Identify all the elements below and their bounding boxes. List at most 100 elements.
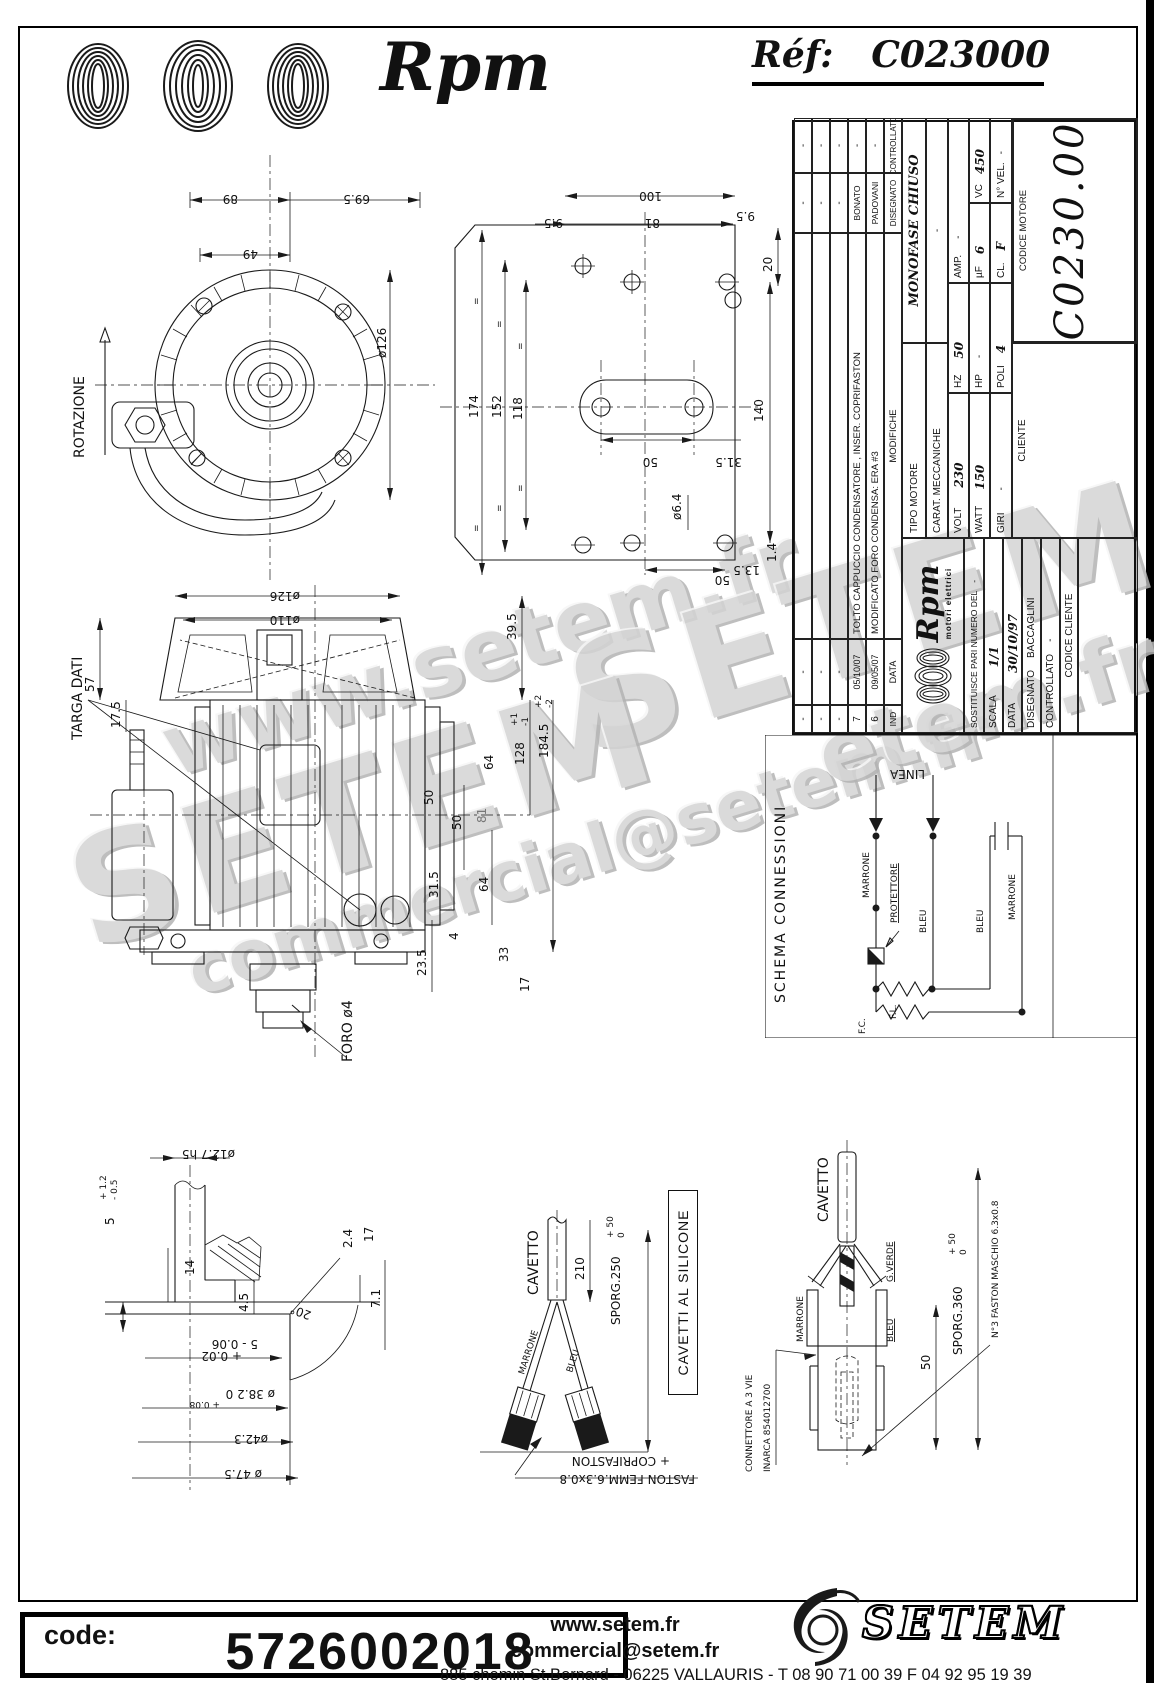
rev-cell: - bbox=[830, 639, 848, 705]
setem-wordmark: SETEM bbox=[861, 1597, 1068, 1650]
tb-giri: GIRI- bbox=[990, 393, 1012, 538]
silicone-label-text: CAVETTI AL SILICONE bbox=[675, 1209, 691, 1376]
ref-label: Réf: bbox=[752, 34, 834, 76]
fan-shroud bbox=[159, 617, 416, 701]
svg-text:BLEU: BLEU bbox=[919, 910, 929, 933]
svg-text:+ COPRIFASTON: + COPRIFASTON bbox=[572, 1454, 670, 1468]
plate-view: 100 9.5 81 174 152 118 = = = = = = 50 31… bbox=[440, 189, 781, 587]
svg-text:MARRONE: MARRONE bbox=[796, 1296, 806, 1342]
svg-text:50: 50 bbox=[422, 790, 436, 805]
svg-text:- 0.5: - 0.5 bbox=[110, 1180, 120, 1200]
svg-text:=: = bbox=[472, 297, 482, 305]
rev-cell bbox=[794, 233, 812, 639]
svg-text:FORO ø4: FORO ø4 bbox=[340, 1000, 356, 1062]
svg-text:210: 210 bbox=[573, 1257, 587, 1280]
svg-text:2.4: 2.4 bbox=[341, 1229, 355, 1248]
rev-cell: 7 bbox=[848, 705, 866, 733]
side-dimensions: ø126 ø110 57 17.5 39.5 64 128 +1 -1 184.… bbox=[83, 589, 556, 1062]
svg-text:CONNETTORE A 3 VIE: CONNETTORE A 3 VIE bbox=[745, 1374, 755, 1472]
svg-text:+ 0.08: + 0.08 bbox=[189, 1399, 220, 1409]
svg-text:PROTETTORE: PROTETTORE bbox=[890, 863, 900, 923]
svg-text:9.5: 9.5 bbox=[736, 209, 755, 223]
svg-text:81: 81 bbox=[475, 808, 489, 823]
base-and-shaft bbox=[139, 929, 426, 1059]
svg-text:9.5: 9.5 bbox=[544, 216, 563, 230]
shaft-dimensions: ø12.7 h5 5 + 1.2 - 0.5 14 4.5 2.4 17 7.1… bbox=[99, 1147, 386, 1485]
svg-text:4: 4 bbox=[447, 932, 461, 940]
rev-cell: - bbox=[830, 118, 848, 173]
code-value: 5726002018 bbox=[225, 1623, 535, 1681]
rev-header: DATA bbox=[884, 639, 902, 705]
svg-text:39.5: 39.5 bbox=[505, 613, 519, 640]
svg-text:ø 47.5: ø 47.5 bbox=[224, 1467, 262, 1481]
fan-front-view: ROTAZIONE 89 69.5 49 ø126 bbox=[72, 155, 435, 580]
svg-text:64: 64 bbox=[477, 877, 491, 892]
schema-wires bbox=[867, 775, 1026, 1021]
svg-text:57: 57 bbox=[83, 677, 97, 692]
svg-text:33: 33 bbox=[497, 947, 511, 962]
svg-text:=: = bbox=[495, 320, 505, 328]
rev-cell: - bbox=[812, 639, 830, 705]
svg-text:LINEA: LINEA bbox=[889, 767, 925, 781]
svg-text:MARRONE: MARRONE bbox=[1008, 874, 1018, 920]
svg-text:50: 50 bbox=[715, 573, 730, 587]
svg-text:FASTON FEMM.6.3x0.8: FASTON FEMM.6.3x0.8 bbox=[560, 1472, 695, 1486]
codice-motore-value: C0230.00 bbox=[1047, 120, 1093, 341]
plate-slot bbox=[579, 360, 714, 455]
svg-text:118: 118 bbox=[511, 397, 525, 420]
scan-edge bbox=[1146, 0, 1154, 1683]
rev-cell: - bbox=[812, 118, 830, 173]
svg-text:BLEU: BLEU bbox=[976, 910, 986, 933]
svg-text:+1: +1 bbox=[510, 713, 520, 726]
svg-text:BLEU: BLEU bbox=[886, 1319, 896, 1342]
cable-dimensions: 210 SPORG.250 + 50 0 + COPRIFASTON FASTO… bbox=[480, 1216, 698, 1486]
footer-email: commercial@setem.fr bbox=[510, 1640, 720, 1662]
tb-codice-cliente-value bbox=[1078, 538, 1138, 733]
svg-text:=: = bbox=[516, 484, 526, 492]
rev-cell: - bbox=[794, 118, 812, 173]
svg-text:BLEU: BLEU bbox=[565, 1349, 582, 1374]
tb-coils-icon bbox=[914, 648, 952, 704]
svg-text:14: 14 bbox=[183, 1260, 197, 1275]
svg-text:7.1: 7.1 bbox=[369, 1289, 383, 1308]
schema-labels: MARRONE PROTETTORE BLEU BLEU MARRONE F.L… bbox=[858, 852, 1018, 1034]
tb-sostituisce: SOSTITUISCE PARI NUMERO DEL- bbox=[964, 538, 984, 733]
svg-text:5 - 0.06: 5 - 0.06 bbox=[212, 1337, 258, 1351]
rev-cell: 05/10/07 bbox=[848, 639, 866, 705]
svg-text:SCHEMA CONNESSIONI: SCHEMA CONNESSIONI bbox=[773, 805, 789, 1003]
tb-cl: CL.F bbox=[990, 203, 1012, 283]
svg-text:4.5: 4.5 bbox=[237, 1293, 251, 1312]
svg-text:G.VERDE: G.VERDE bbox=[886, 1241, 896, 1282]
rotation-label: ROTAZIONE bbox=[72, 326, 111, 458]
svg-text:50: 50 bbox=[643, 455, 658, 469]
svg-text:13.5: 13.5 bbox=[733, 563, 760, 577]
code-box bbox=[20, 1612, 628, 1678]
svg-text:=: = bbox=[472, 524, 482, 532]
svg-text:31.5: 31.5 bbox=[715, 455, 742, 469]
fan-dimensions: 89 69.5 49 ø126 bbox=[189, 192, 421, 500]
code-label: code: bbox=[44, 1620, 117, 1650]
rev-cell: - bbox=[848, 118, 866, 173]
connector-geometry bbox=[806, 1151, 888, 1451]
svg-text:23.5: 23.5 bbox=[415, 949, 429, 976]
rev-header: CONTROLLATO bbox=[884, 118, 902, 173]
rev-cell bbox=[812, 233, 830, 639]
rev-cell: - bbox=[830, 705, 848, 733]
targa-dati: TARGA DATI bbox=[70, 657, 361, 911]
svg-text:ø12.7 h5: ø12.7 h5 bbox=[182, 1147, 235, 1161]
svg-text:ø126: ø126 bbox=[375, 328, 389, 358]
rev-cell: 6 bbox=[866, 705, 884, 733]
shaft-geometry bbox=[105, 1180, 380, 1381]
reference-number: Réf: C023000 bbox=[752, 34, 1050, 86]
cable-geometry bbox=[500, 1210, 610, 1451]
svg-text:ø42.3: ø42.3 bbox=[234, 1432, 268, 1446]
sheet-frame bbox=[18, 26, 1138, 1602]
rev-cell: - bbox=[794, 173, 812, 233]
svg-text:ROTAZIONE: ROTAZIONE bbox=[72, 376, 88, 458]
